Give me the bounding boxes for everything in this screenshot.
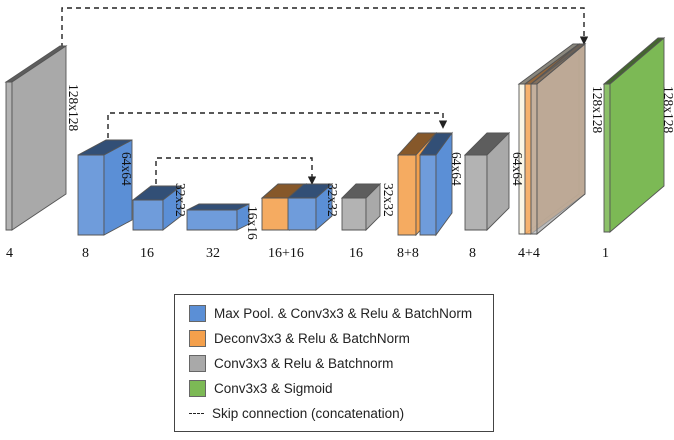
size-label-enc-4: 16x16 xyxy=(245,206,260,240)
channel-label-dec-1: 16+16 xyxy=(268,246,304,261)
channel-label-dec-6: 1 xyxy=(602,246,609,261)
legend-label-conv: Conv3x3 & Relu & Batchnorm xyxy=(214,356,394,371)
block-dec-gray-4-front xyxy=(530,83,538,235)
skip-connection-32 xyxy=(155,157,317,185)
channel-label-enc-4: 32 xyxy=(206,246,220,261)
block-dec-blue-16 xyxy=(286,183,334,231)
legend-label-skip: Skip connection (concatenation) xyxy=(212,406,405,421)
size-labels: 128x128 64x64 32x32 16x16 32x32 32x32 64… xyxy=(66,84,674,240)
orange-swatch xyxy=(189,330,206,347)
block-dec-blue-8 xyxy=(419,131,453,237)
size-label-dec-6: 128x128 xyxy=(661,86,674,134)
channel-label-dec-2: 16 xyxy=(349,246,363,261)
block-enc-8-front xyxy=(77,154,105,236)
channel-label-dec-4: 8 xyxy=(469,246,476,261)
dashed-line-icon xyxy=(189,413,204,414)
block-enc-16-side xyxy=(162,185,182,231)
block-dec-16-side xyxy=(365,182,381,232)
block-output-1-side xyxy=(609,37,665,233)
legend-label-sigmoid: Conv3x3 & Sigmoid xyxy=(214,381,333,396)
block-dec-gray-4 xyxy=(529,43,587,235)
block-input-4-front xyxy=(5,81,13,231)
block-enc-8 xyxy=(77,139,133,236)
channel-labels: 4 8 16 32 16+16 16 8+8 8 4+4 1 xyxy=(6,246,609,261)
legend: Max Pool. & Conv3x3 & Relu & BatchNorm D… xyxy=(174,294,494,432)
channel-label-dec-3: 8+8 xyxy=(397,246,419,261)
block-dec-8 xyxy=(463,131,511,232)
block-output-1 xyxy=(602,37,666,233)
channel-label-enc-1: 4 xyxy=(6,246,13,261)
block-dec-blue-16-front xyxy=(287,197,317,231)
channel-label-dec-5: 4+4 xyxy=(518,246,540,261)
block-enc-16-front xyxy=(132,199,164,231)
size-label-enc-2: 64x64 xyxy=(119,152,134,186)
block-enc-32 xyxy=(186,203,250,231)
block-dec-orange-16-front xyxy=(261,197,291,231)
size-label-dec-1: 32x32 xyxy=(325,183,340,217)
block-enc-32-side xyxy=(236,203,250,231)
block-input-4 xyxy=(4,45,68,231)
legend-item-maxpool: Max Pool. & Conv3x3 & Relu & BatchNorm xyxy=(189,301,493,326)
layer-blocks xyxy=(4,37,666,237)
unet-architecture-diagram: 128x128 64x64 32x32 16x16 32x32 32x32 64… xyxy=(4,7,674,261)
legend-item-sigmoid: Conv3x3 & Sigmoid xyxy=(189,376,493,401)
block-dec-blue-8-front xyxy=(419,154,437,236)
block-enc-8-side xyxy=(103,139,133,236)
block-enc-16 xyxy=(131,185,183,231)
skip-connection-128 xyxy=(61,7,589,48)
block-dec-16 xyxy=(340,182,382,232)
block-input-4-side xyxy=(11,45,67,231)
size-label-enc-1: 128x128 xyxy=(66,84,81,132)
block-dec-orange-8-front xyxy=(397,154,417,236)
block-enc-32-front xyxy=(186,209,238,231)
block-dec-gray-4-side xyxy=(536,43,586,235)
block-dec-8-side xyxy=(486,131,510,232)
legend-item-conv: Conv3x3 & Relu & Batchnorm xyxy=(189,351,493,376)
block-dec-8-front xyxy=(464,154,488,231)
skip-connection-64 xyxy=(107,112,448,138)
channel-label-enc-3: 16 xyxy=(140,246,154,261)
gray-swatch xyxy=(189,355,206,372)
green-swatch xyxy=(189,380,206,397)
block-dec-16-front xyxy=(341,197,367,231)
block-dec-blue-8-side xyxy=(435,131,453,237)
legend-label-deconv: Deconv3x3 & Relu & BatchNorm xyxy=(214,331,410,346)
legend-label-maxpool: Max Pool. & Conv3x3 & Relu & BatchNorm xyxy=(214,306,473,321)
size-label-enc-3: 32x32 xyxy=(173,183,188,217)
size-label-dec-4: 64x64 xyxy=(510,152,525,186)
skip-connections xyxy=(61,7,589,185)
size-label-dec-3: 64x64 xyxy=(449,152,464,186)
legend-item-deconv: Deconv3x3 & Relu & BatchNorm xyxy=(189,326,493,351)
blue-swatch xyxy=(189,305,206,322)
legend-item-skip: Skip connection (concatenation) xyxy=(189,401,493,426)
size-label-dec-2: 32x32 xyxy=(381,183,396,217)
block-dec-blue-16-side xyxy=(315,183,333,231)
channel-label-enc-2: 8 xyxy=(82,246,89,261)
size-label-dec-5: 128x128 xyxy=(590,86,605,134)
